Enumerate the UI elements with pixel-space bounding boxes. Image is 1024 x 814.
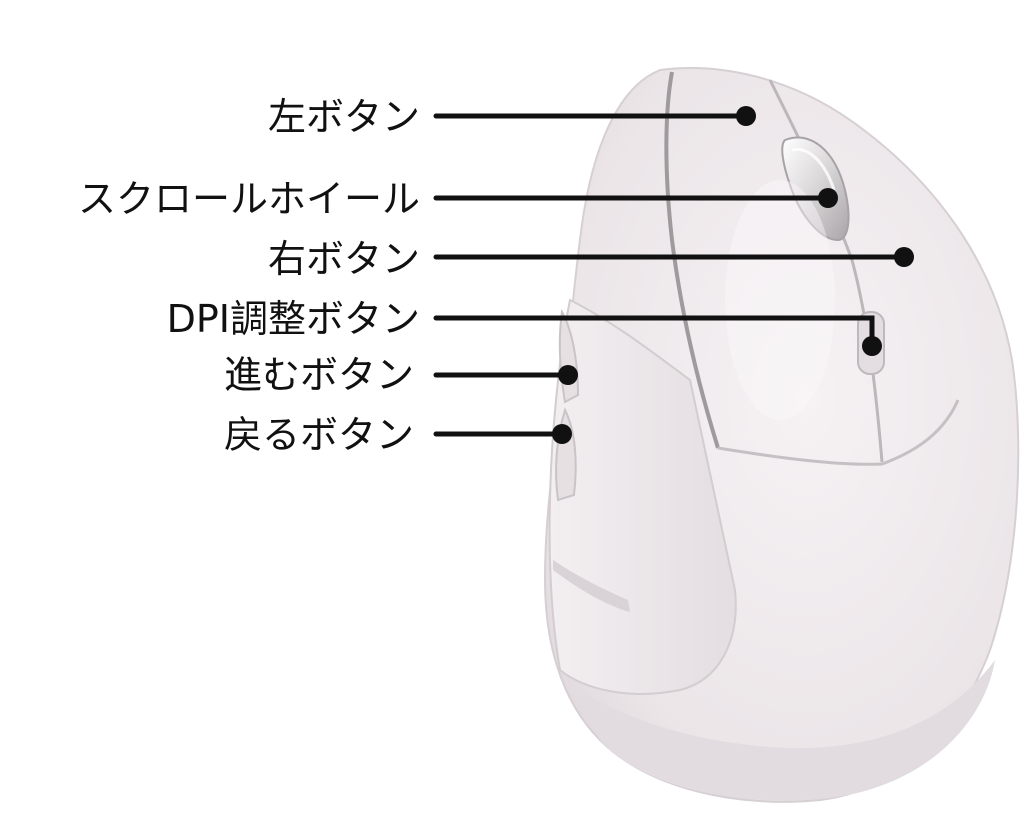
callout-label: 左ボタン xyxy=(268,95,420,139)
leader-dot xyxy=(558,365,578,385)
thumb-flap xyxy=(553,560,630,612)
callout-label: 戻るボタン xyxy=(224,413,414,457)
right-button-seam xyxy=(768,79,884,463)
mouse-base-shadow xyxy=(565,660,995,801)
leader-dot xyxy=(736,106,756,126)
callout-forward-button: 進むボタン xyxy=(224,353,578,397)
button-lower-seam xyxy=(717,399,960,466)
callout-dpi-button: DPI調整ボタン xyxy=(167,297,882,356)
mouse-highlight xyxy=(725,180,835,420)
callout-label: 右ボタン xyxy=(268,237,420,281)
callout-label: 進むボタン xyxy=(224,353,414,397)
leader-line xyxy=(433,315,875,347)
callout-back-button: 戻るボタン xyxy=(224,413,572,457)
leader-dot xyxy=(552,424,572,444)
callout-label: スクロールホイール xyxy=(78,177,420,221)
leader-dot xyxy=(862,336,882,356)
callout-scroll-wheel: スクロールホイール xyxy=(78,177,838,221)
mouse-illustration xyxy=(543,67,1020,803)
callout-left-button: 左ボタン xyxy=(268,95,756,139)
callout-label: DPI調整ボタン xyxy=(167,297,420,341)
leader-dot xyxy=(818,188,838,208)
callout-right-button: 右ボタン xyxy=(268,237,914,281)
leader-dot xyxy=(894,247,914,267)
scroll-wheel xyxy=(781,136,850,242)
